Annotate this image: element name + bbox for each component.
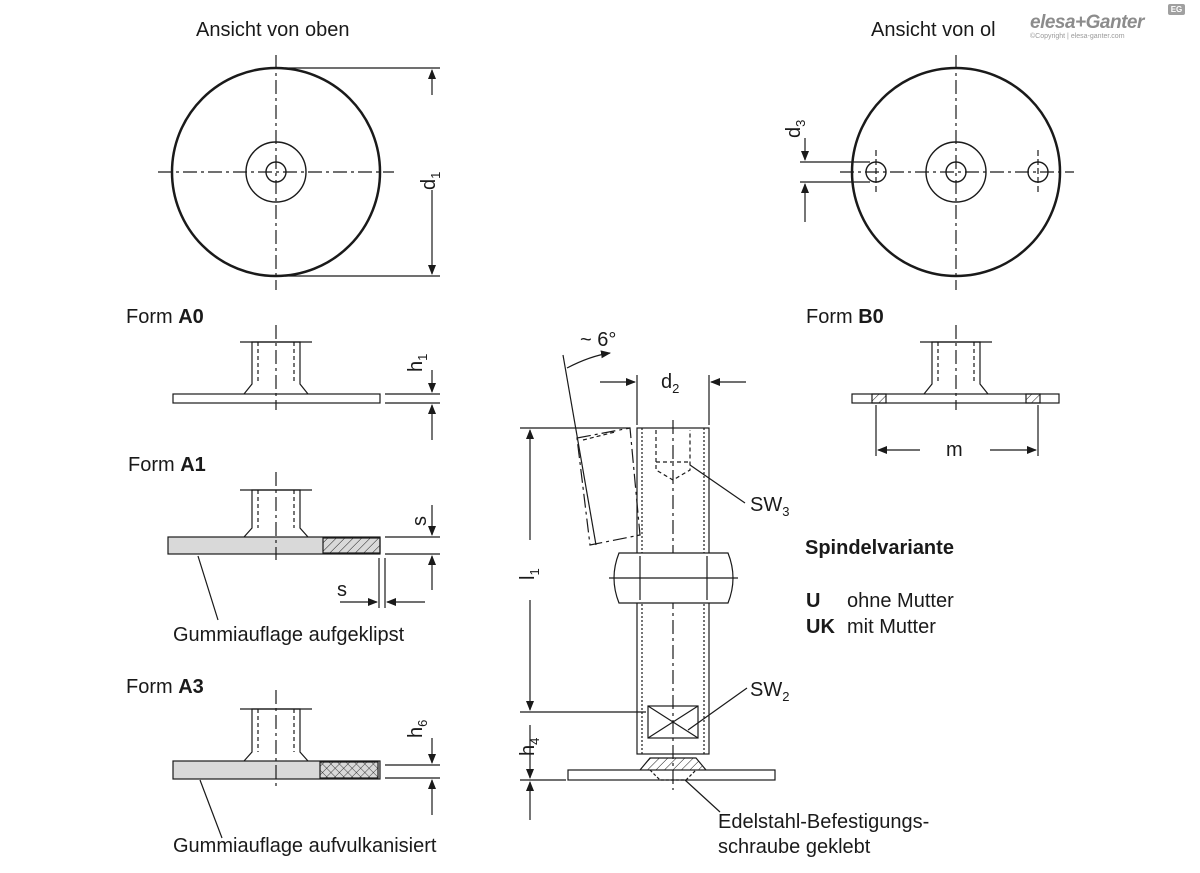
dim-sw3-base: SW <box>750 494 783 516</box>
form-b0-label: Form B0 <box>806 307 884 327</box>
dim-h6: h6 <box>405 720 430 738</box>
form-a3-section <box>172 690 440 839</box>
brand-badge: EG <box>1168 4 1185 15</box>
dim-d3-base: d <box>783 126 805 138</box>
form-a3-prefix: Form <box>126 676 179 698</box>
dim-h6-sub: 6 <box>415 719 430 727</box>
form-a0-prefix: Form <box>126 306 179 328</box>
annotation-screw-line1: Edelstahl-Befestigungs- <box>718 811 930 833</box>
dim-h4-sub: 4 <box>527 737 542 745</box>
dim-l1-base: l <box>517 575 539 580</box>
dim-d2-sub: 2 <box>672 381 680 396</box>
dim-sw3-sub: 3 <box>782 504 790 519</box>
dim-s-horizontal: s <box>337 579 347 601</box>
dim-d2: d2 <box>661 371 679 395</box>
form-a0-code: A0 <box>178 306 204 328</box>
form-a3-code: A3 <box>178 676 204 698</box>
dim-angle: ~ 6° <box>580 329 617 351</box>
dim-h6-base: h <box>405 726 427 738</box>
dim-d3: d3 <box>783 120 808 138</box>
top-view-left-title: Ansicht von oben <box>196 19 350 41</box>
form-a0-label: Form A0 <box>126 307 204 327</box>
dim-h1-sub: 1 <box>415 353 430 361</box>
spindle-variant-desc: mit Mutter <box>847 616 936 638</box>
dim-d3-sub: 3 <box>793 119 808 127</box>
annotation-rubber-clipped: Gummiauflage aufgeklipst <box>173 624 405 646</box>
form-a1-code: A1 <box>180 454 206 476</box>
dim-l1-sub: 1 <box>527 568 542 576</box>
spindle-variant-code: U <box>806 590 821 612</box>
form-a1-section <box>167 472 440 621</box>
spindle-assembly <box>520 350 776 820</box>
form-a3-label: Form A3 <box>126 677 204 697</box>
form-b0-code: B0 <box>858 306 884 328</box>
brand-copyright: ©Copyright | elesa-ganter.com <box>1030 33 1125 40</box>
top-view-right-title: Ansicht von ol <box>871 20 996 40</box>
top-view-right <box>800 55 1074 290</box>
top-view-left <box>158 55 440 290</box>
spindle-title: Spindelvariante <box>805 537 954 559</box>
form-b0-prefix: Form <box>806 306 859 328</box>
form-b0-section <box>851 325 1060 456</box>
dim-l1: l1 <box>517 568 542 580</box>
dim-sw2: SW2 <box>750 679 789 703</box>
dim-sw2-sub: 2 <box>782 689 790 704</box>
dim-d2-base: d <box>661 371 673 393</box>
dim-h1-base: h <box>405 360 427 372</box>
form-a1-prefix: Form <box>128 454 181 476</box>
dim-h1: h1 <box>405 354 430 372</box>
brand-name: elesa+Ganter <box>1030 12 1144 33</box>
dim-sw2-base: SW <box>750 679 783 701</box>
spindle-variant-desc: ohne Mutter <box>847 590 954 612</box>
dim-d1-sub: 1 <box>428 171 443 179</box>
spindle-variant-code: UK <box>806 616 835 638</box>
brand-logo: elesa+Ganter ©Copyright | elesa-ganter.c… <box>1030 4 1185 40</box>
dim-s-vertical: s <box>409 516 431 526</box>
dim-m: m <box>946 439 963 461</box>
dim-sw3: SW3 <box>750 494 789 518</box>
annotation-screw-line2: schraube geklebt <box>718 836 871 858</box>
dim-d1-base: d <box>418 178 440 190</box>
dim-h4-base: h <box>517 744 539 756</box>
form-a0-section <box>172 325 440 440</box>
annotation-rubber-vulcanized: Gummiauflage aufvulkanisiert <box>173 835 437 857</box>
dim-h4: h4 <box>517 738 542 756</box>
dim-d1: d1 <box>418 172 443 190</box>
form-a1-label: Form A1 <box>128 455 206 475</box>
